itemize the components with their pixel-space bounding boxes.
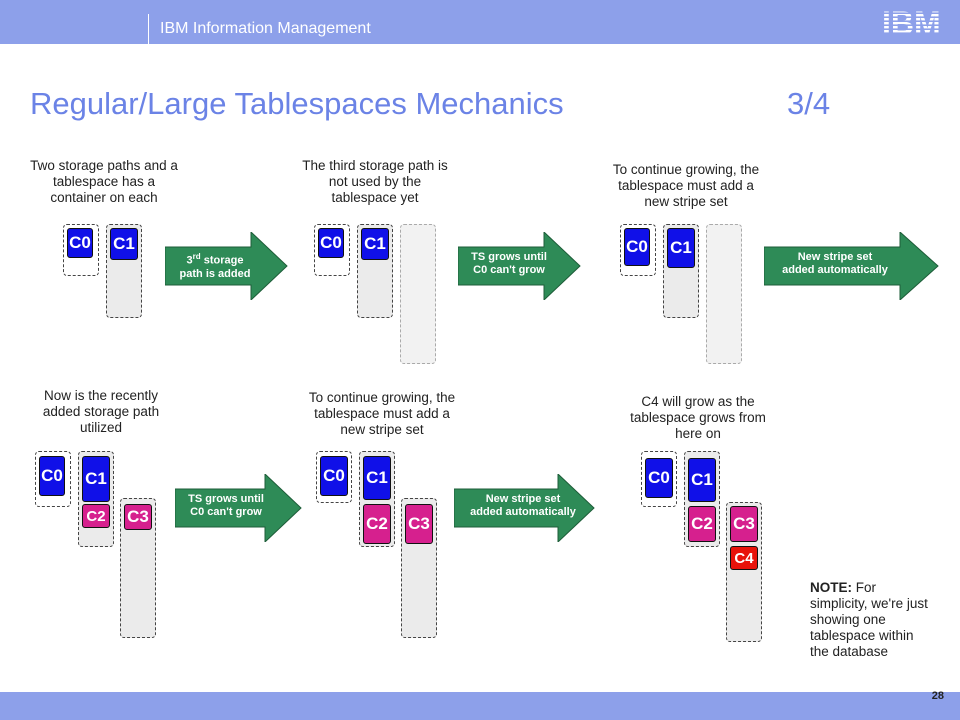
panel-6-container-c3: C3: [730, 506, 758, 542]
arrow-3-label: New stripe set added automatically: [782, 251, 888, 276]
ibm-logo-icon: IBM: [882, 6, 941, 38]
panel-6-container-c2: C2: [688, 506, 716, 542]
panel-6-container-c4: C4: [730, 546, 758, 570]
panel-3-storage-path-3: [706, 224, 742, 364]
panel-4-container-c0: C0: [39, 456, 65, 496]
panel-4-container-c1: C1: [82, 456, 110, 502]
arrow-storage-path-added: [165, 232, 288, 300]
arrow-ts-grows-2: [175, 474, 302, 542]
slide-page-indicator: 3/4: [787, 86, 831, 121]
panel-5-caption: To continue growing, the tablespace must…: [308, 390, 456, 437]
page-number: 28: [931, 690, 944, 702]
panel-1-container-c0: C0: [67, 228, 93, 258]
header-divider: [148, 14, 149, 44]
footer-bar: [0, 692, 960, 720]
arrow-new-stripe-set-1: [764, 232, 939, 300]
header-bar: [0, 0, 960, 44]
panel-1-container-c1: C1: [110, 228, 138, 260]
arrow-2-label: TS grows until C0 can't grow: [471, 251, 547, 276]
panel-6-caption: C4 will grow as the tablespace grows fro…: [630, 394, 766, 441]
panel-5-container-c3: C3: [405, 504, 433, 544]
slide-title: Regular/Large Tablespaces Mechanics: [30, 86, 564, 121]
arrow-ts-grows-1: [458, 232, 581, 300]
panel-3-caption: To continue growing, the tablespace must…: [612, 162, 760, 209]
panel-5-container-c1: C1: [363, 456, 391, 500]
panel-1-caption: Two storage paths and a tablespace has a…: [30, 158, 178, 205]
panel-5-container-c0: C0: [320, 456, 348, 496]
panel-5-container-c2: C2: [363, 504, 391, 544]
panel-2-container-c1: C1: [361, 228, 389, 260]
header-org: IBM Information Management: [160, 20, 371, 37]
panel-4-caption: Now is the recently added storage path u…: [42, 388, 160, 435]
panel-4-container-c2: C2: [82, 504, 110, 528]
arrow-1-label: 3rd storage path is added: [179, 252, 251, 280]
panel-3-container-c0: C0: [624, 228, 650, 266]
arrow-4-label: TS grows until C0 can't grow: [188, 493, 264, 518]
svg-text:IBM: IBM: [882, 6, 941, 38]
panel-2-container-c0: C0: [318, 228, 344, 258]
panel-6-container-c1: C1: [688, 458, 716, 502]
panel-6-container-c0: C0: [645, 458, 673, 498]
panel-3-container-c1: C1: [667, 228, 695, 268]
panel-2-storage-path-3: [400, 224, 436, 364]
arrow-new-stripe-set-2: [454, 474, 595, 542]
panel-4-container-c3: C3: [124, 504, 152, 530]
panel-2-caption: The third storage path is not used by th…: [302, 158, 448, 205]
arrow-5-label: New stripe set added automatically: [470, 493, 576, 518]
simplicity-note: NOTE: For simplicity, we're just showing…: [810, 580, 928, 659]
